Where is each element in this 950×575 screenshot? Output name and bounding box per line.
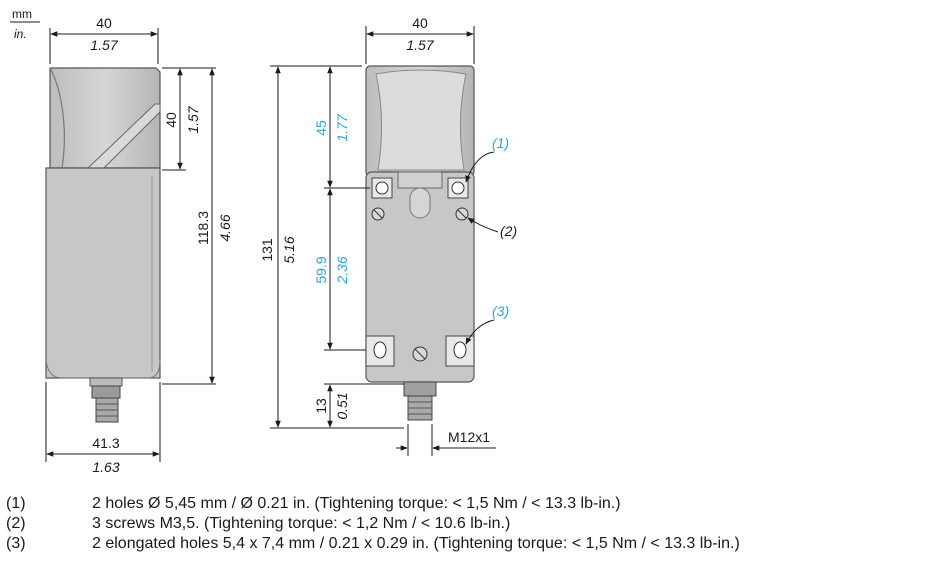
front-head-to-holes-mm: 45: [313, 120, 329, 136]
side-width-top-in: 1.57: [90, 37, 118, 53]
front-head-to-holes-in: 1.77: [334, 113, 350, 141]
units-legend: mm in.: [10, 7, 40, 41]
units-mm: mm: [12, 7, 32, 21]
side-body-height-mm: 118.3: [195, 211, 211, 245]
front-connector-height-mm: 13: [313, 398, 329, 414]
note-row: (2) 3 screws M3,5. (Tightening torque: <…: [6, 514, 950, 534]
note-text: 2 holes Ø 5,45 mm / Ø 0.21 in. (Tighteni…: [92, 495, 621, 512]
front-width-top-in: 1.57: [406, 37, 434, 53]
front-total-height-mm: 131: [259, 238, 275, 262]
front-hole-spacing-mm: 59.9: [313, 256, 329, 283]
callout-1: (1): [492, 135, 509, 151]
note-number: (3): [6, 535, 26, 552]
note-number: (1): [6, 495, 26, 512]
note-row: (3) 2 elongated holes 5,4 x 7,4 mm / 0.2…: [6, 534, 950, 554]
callout-3: (3): [492, 303, 509, 319]
front-connector-height-in: 0.51: [334, 392, 350, 419]
notes-list: (1) 2 holes Ø 5,45 mm / Ø 0.21 in. (Tigh…: [6, 494, 950, 554]
callout-2: (2): [500, 223, 517, 239]
front-hole-spacing-in: 2.36: [334, 256, 350, 284]
front-connector-thread: M12x1: [448, 429, 490, 445]
side-view: 40 1.57 40 1.57 118.3 4.66 41.3 1.63: [45, 15, 233, 475]
note-text: 3 screws M3,5. (Tightening torque: < 1,2…: [92, 515, 511, 532]
side-head-height-mm: 40: [163, 112, 179, 128]
front-width-top-mm: 40: [412, 15, 428, 31]
front-view: 40 1.57 131 5.16 45 1.77 59.9 2.36 13 0.…: [259, 15, 517, 456]
side-width-bottom-mm: 41.3: [92, 435, 119, 451]
units-in: in.: [14, 27, 27, 41]
note-number: (2): [6, 515, 26, 532]
side-width-bottom-in: 1.63: [92, 459, 119, 475]
front-total-height-in: 5.16: [281, 236, 297, 263]
side-width-top-mm: 40: [96, 15, 112, 31]
side-head-height-in: 1.57: [185, 105, 201, 133]
note-row: (1) 2 holes Ø 5,45 mm / Ø 0.21 in. (Tigh…: [6, 494, 950, 514]
dimension-drawing: mm in. 40 1.57 40 1.57: [10, 7, 517, 475]
note-text: 2 elongated holes 5,4 x 7,4 mm / 0.21 x …: [92, 535, 740, 552]
side-body-height-in: 4.66: [217, 214, 233, 241]
